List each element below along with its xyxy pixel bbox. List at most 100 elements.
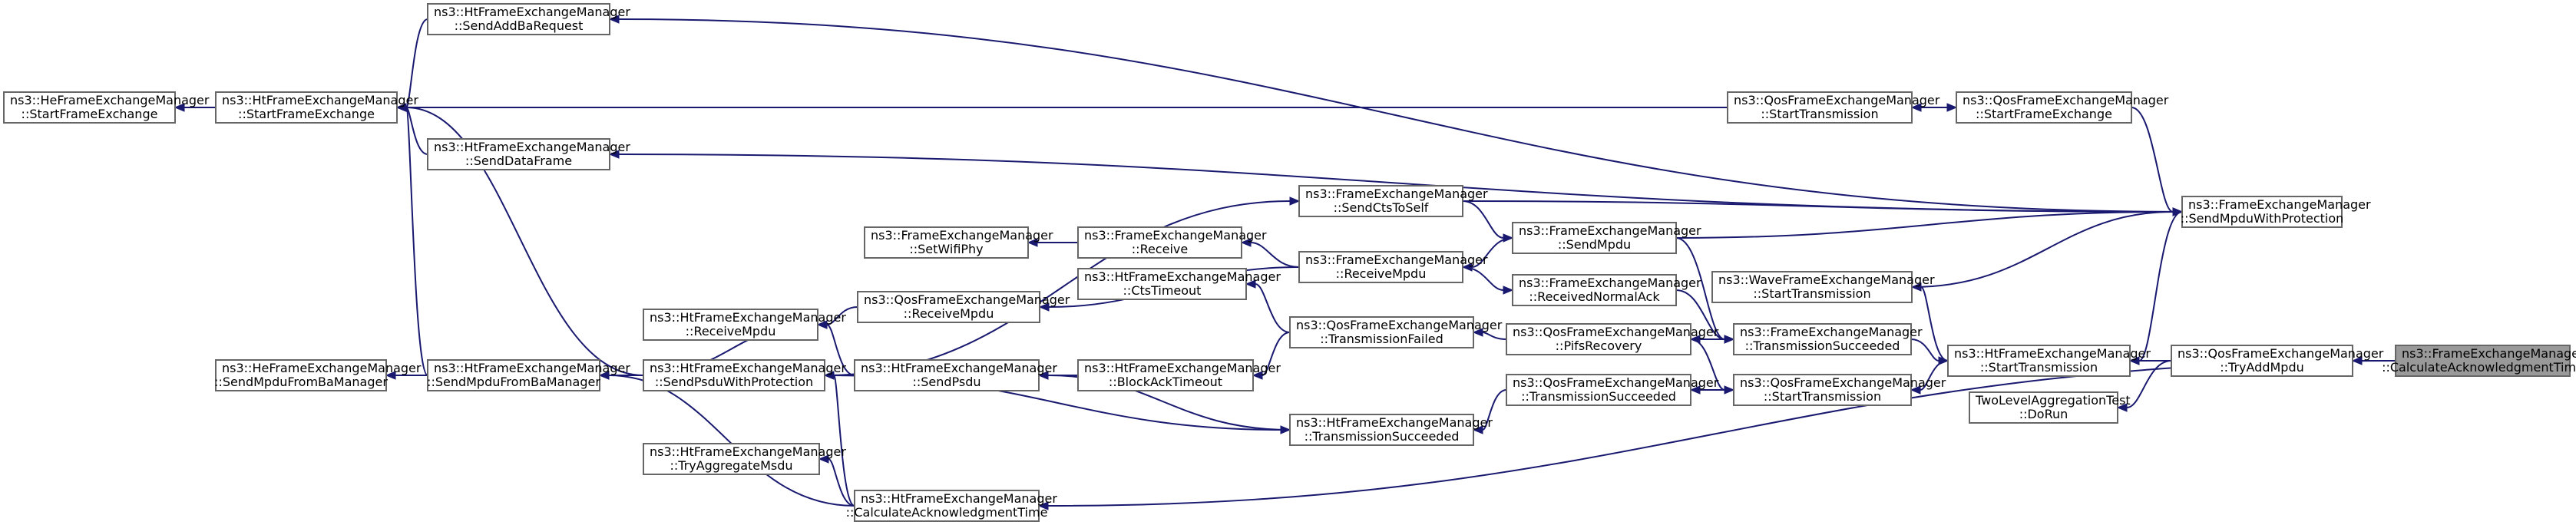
graph-node[interactable]: ns3::HtFrameExchangeManager::CtsTimeout — [1077, 268, 1281, 300]
node-box — [1947, 345, 2131, 377]
graph-node[interactable]: ns3::HtFrameExchangeManager::StartFrameE… — [215, 91, 418, 124]
node-label-line1: ns3::QosFrameExchangeManager — [2178, 346, 2384, 361]
edge-arrowhead — [1472, 425, 1483, 434]
graph-node[interactable]: ns3::HtFrameExchangeManager::CalculateAc… — [846, 490, 1058, 522]
node-box — [1733, 374, 1912, 406]
graph-node[interactable]: ns3::QosFrameExchangeManager::StartTrans… — [1733, 374, 1946, 406]
edge-arrowhead — [1910, 282, 1922, 292]
graph-node[interactable]: ns3::HtFrameExchangeManager::SendMpduFro… — [427, 359, 630, 391]
call-edge — [2131, 107, 2174, 213]
node-label-line1: ns3::HtFrameExchangeManager — [861, 491, 1057, 506]
graph-node[interactable]: ns3::HtFrameExchangeManager::BlockAckTim… — [1077, 359, 1281, 391]
node-label-line1: ns3::HtFrameExchangeManager — [1084, 361, 1281, 375]
edge-arrowhead — [816, 320, 828, 329]
node-label-line2: ::StartTransmission — [1761, 107, 1878, 121]
edge-arrowhead — [598, 371, 610, 380]
node-box — [643, 309, 818, 341]
node-box — [1077, 268, 1247, 300]
call-edge — [826, 324, 855, 376]
node-label-line2: ::SendMpduWithProtection — [2181, 211, 2344, 226]
node-box — [427, 359, 600, 391]
edge-arrowhead — [174, 103, 185, 112]
graph-node[interactable]: ns3::QosFrameExchangeManager::Transmissi… — [1506, 374, 1719, 406]
graph-node[interactable]: ns3::HeFrameExchangeManager::StartFrameE… — [3, 91, 210, 124]
edge-arrowhead — [1038, 302, 1050, 312]
node-label-line2: ::TryAggregateMsdu — [670, 458, 792, 473]
call-edge — [828, 458, 855, 507]
node-box — [643, 443, 820, 475]
graph-node[interactable]: ns3::QosFrameExchangeManager::TryAddMpdu — [2171, 345, 2384, 377]
graph-node[interactable]: ns3::FrameExchangeManager::SendMpdu — [1512, 222, 1701, 254]
graph-node[interactable]: ns3::FrameExchangeManager::TransmissionS… — [1733, 323, 1923, 355]
edge-arrowhead — [608, 15, 620, 24]
node-label-line2: ::TransmissionSucceeded — [1521, 389, 1676, 404]
edge-arrowhead — [1245, 279, 1256, 289]
node-label-line2: ::ReceiveMpdu — [686, 324, 776, 338]
node-box — [2181, 196, 2343, 228]
graph-node[interactable]: ns3::HtFrameExchangeManager::StartTransm… — [1947, 345, 2151, 377]
graph-node[interactable]: ns3::HtFrameExchangeManager::SendPsdu — [854, 359, 1057, 391]
graph-node[interactable]: ns3::HtFrameExchangeManager::TryAggregat… — [643, 443, 846, 475]
call-edge — [826, 306, 858, 325]
node-box — [2395, 345, 2571, 377]
graph-node[interactable]: ns3::HeFrameExchangeManager::SendMpduFro… — [214, 359, 422, 391]
node-box — [854, 359, 1040, 391]
node-box — [864, 226, 1029, 259]
graph-node[interactable]: ns3::HtFrameExchangeManager::ReceiveMpdu — [643, 309, 846, 341]
node-label-line1: TwoLevelAggregationTest — [1975, 393, 2131, 408]
graph-node[interactable]: ns3::HtFrameExchangeManager::SendDataFra… — [427, 138, 630, 170]
node-label-line2: ::SendMpdu — [1558, 237, 1631, 252]
graph-node[interactable]: TwoLevelAggregationTest::DoRun — [1969, 391, 2131, 424]
call-edge — [1675, 289, 1725, 340]
node-box — [857, 291, 1040, 323]
node-label-line2: ::StartTransmission — [1764, 389, 1881, 404]
graph-node[interactable]: ns3::QosFrameExchangeManager::Transmissi… — [1289, 316, 1503, 348]
node-box — [643, 359, 825, 391]
node-label-line1: ns3::QosFrameExchangeManager — [864, 292, 1070, 307]
node-label-line1: ns3::FrameExchangeManager — [1519, 276, 1701, 290]
node-box — [1956, 91, 2132, 124]
call-edge — [1047, 360, 2396, 507]
call-edge — [405, 107, 644, 376]
edge-arrowhead — [2116, 403, 2128, 412]
graph-node[interactable]: ns3::FrameExchangeManager::SetWifiPhy — [864, 226, 1053, 259]
graph-node[interactable]: ns3::FrameExchangeManager::Receive — [1077, 226, 1267, 259]
node-box — [1289, 316, 1474, 348]
call-edge — [405, 107, 428, 155]
graph-node[interactable]: ns3::QosFrameExchangeManager::StartTrans… — [1727, 91, 1940, 124]
graph-node[interactable]: ns3::WaveFrameExchangeManager::StartTran… — [1711, 271, 1935, 303]
edge-arrowhead — [1472, 328, 1483, 337]
graph-node[interactable]: ns3::FrameExchangeManager::SendCtsToSelf — [1298, 185, 1488, 217]
edge-arrowhead — [2351, 356, 2363, 365]
graph-node[interactable]: ns3::FrameExchangeManager::SendMpduWithP… — [2181, 196, 2371, 228]
call-edge — [1255, 283, 1291, 333]
call-edge — [1250, 242, 1300, 268]
nodes-layer: ns3::FrameExchangeManager::CalculateAckn… — [3, 3, 2576, 522]
graph-node[interactable]: ns3::FrameExchangeManager::ReceivedNorma… — [1512, 274, 1701, 306]
graph-node[interactable]: ns3::QosFrameExchangeManager::ReceiveMpd… — [857, 291, 1070, 323]
node-box — [1077, 359, 1254, 391]
node-label-line1: ns3::HtFrameExchangeManager — [861, 361, 1057, 375]
node-label-line2: ::SendMpduFromBaManager — [427, 375, 600, 389]
graph-node[interactable]: ns3::FrameExchangeManager::ReceiveMpdu — [1298, 251, 1488, 283]
node-label-line2: ::CalculateAcknowledgmentTime — [846, 505, 1048, 520]
graph-node[interactable]: ns3::QosFrameExchangeManager::StartFrame… — [1956, 91, 2169, 124]
node-label-line1: ns3::HtFrameExchangeManager — [650, 444, 846, 459]
graph-node[interactable]: ns3::HtFrameExchangeManager::Transmissio… — [1289, 414, 1493, 446]
edge-arrowhead — [1724, 385, 1735, 395]
graph-node[interactable]: ns3::HtFrameExchangeManager::SendAddBaRe… — [427, 3, 630, 35]
node-label-line1: ns3::FrameExchangeManager — [2402, 346, 2576, 361]
node-label-line1: ns3::FrameExchangeManager — [2188, 197, 2371, 212]
node-box — [1733, 323, 1912, 355]
node-box — [1512, 274, 1677, 306]
graph-node[interactable]: ns3::HtFrameExchangeManager::SendPsduWit… — [643, 359, 846, 391]
edge-arrowhead — [818, 454, 829, 464]
node-box — [215, 91, 398, 124]
node-label-line1: ns3::QosFrameExchangeManager — [1963, 93, 2169, 107]
graph-node[interactable]: ns3::QosFrameExchangeManager::PifsRecove… — [1506, 323, 1719, 355]
node-label-line2: ::ReceiveMpdu — [904, 306, 994, 321]
node-label-line1: ns3::FrameExchangeManager — [871, 228, 1053, 243]
node-label-line1: ns3::HtFrameExchangeManager — [1084, 269, 1281, 284]
node-box — [1727, 91, 1913, 124]
